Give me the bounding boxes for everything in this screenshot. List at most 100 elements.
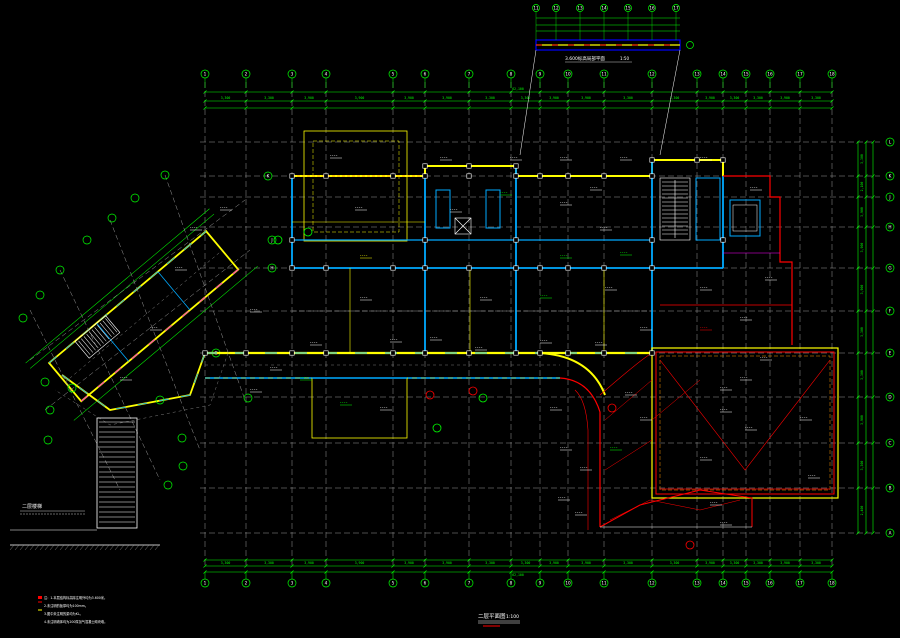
dim-top-15: 3,900 [780,96,790,100]
inset-axis-11-label: 11 [533,6,539,11]
axis-right-C-circle [885,438,895,448]
axis-left-H-label: H [270,266,273,271]
column-29 [649,350,655,356]
axis-bottom-13-label: 13 [694,581,700,586]
axis-top-18-label: 18 [829,72,835,77]
annotation-51 [760,357,772,361]
diagonal-axis-bubble-0 [160,170,170,180]
bottom-dimension-chain [205,559,832,573]
hall-room [599,347,839,528]
axis-bottom-6-label: 6 [424,581,427,586]
diagonal-axis-bubble-3 [82,235,92,245]
axis-top-8-label: 8 [510,72,513,77]
inset-axis-14: 14 [600,4,608,12]
column-33 [649,237,655,243]
column-28 [601,350,607,356]
axis-bottom-9-label: 9 [539,581,542,586]
dim-bottom-15: 3,900 [780,561,790,565]
axis-right-J: J [885,192,895,202]
annotation-24 [610,447,622,451]
dim-bottom-16: 3,300 [811,561,821,565]
dim-right-4: 3,900 [860,285,864,295]
axis-bottom-14-label: 14 [720,581,726,586]
axis-right-A: A [885,528,895,538]
column-35 [422,163,428,169]
annotation-18 [720,409,732,413]
annotation-3 [450,209,462,213]
annotation-41 [175,267,187,271]
inset-axis-14-label: 14 [601,6,607,11]
axis-bottom-12-label: 12 [649,581,655,586]
stair-right [659,177,721,241]
annotation-27 [380,407,392,411]
column-22 [390,350,396,356]
diagonal-axis-bubble-14 [163,480,173,490]
column-21 [323,350,329,356]
structural-columns [202,157,726,356]
note-4: 4.未注明墙体均为200厚加气混凝土砌块墙。 [44,619,107,624]
column-15 [513,265,519,271]
column-30 [289,237,295,243]
axis-right-F: F [885,306,895,316]
green-callouts [273,227,488,433]
axis-top-7-label: 7 [468,72,471,77]
column-36 [466,163,472,169]
axis-right-A-label: A [889,531,892,536]
dim-top-5: 3,900 [442,96,452,100]
column-6 [537,173,543,179]
dim-bottom-12: 3,900 [705,561,715,565]
column-42 [243,350,249,356]
axis-top-1-label: 1 [204,72,207,77]
column-34 [720,237,726,243]
inset-title: 3.600标高局部平面 [565,55,605,62]
dim-bottom-10: 3,300 [623,561,633,565]
column-41 [202,350,208,356]
column-40 [720,157,726,163]
axis-bottom-15-label: 15 [743,581,749,586]
axis-bottom-16-label: 16 [767,581,773,586]
dim-right-9: 2,400 [860,506,864,516]
axis-bottom-1-label: 1 [204,581,207,586]
diagonal-grid-lines [29,174,251,491]
dim-bottom-8: 3,900 [549,561,559,565]
dim-top-10: 3,300 [623,96,633,100]
diagonal-axis-bubble-9 [45,405,55,415]
dim-top-16: 3,300 [811,96,821,100]
axis-right-G-label: G [888,266,891,271]
annotation-53 [808,475,820,479]
dim-top-6: 3,300 [485,96,495,100]
inset-axis-11: 11 [532,4,540,12]
column-5 [513,173,519,179]
annotation-32 [300,377,312,381]
dim-top-9: 3,900 [581,96,591,100]
axis-top-10-label: 10 [565,72,571,77]
diagonal-axis-bubble-5 [35,290,45,300]
annotation-35 [595,342,607,346]
annotation-54 [720,387,732,391]
axis-right-H: H [885,222,895,232]
column-39 [694,157,700,163]
annotation-34 [540,340,552,344]
diagonal-axis-bubble-10 [67,383,77,393]
axis-left-J-circle [267,235,277,245]
annotation-39 [150,327,162,331]
dim-right-6: 3,300 [860,370,864,380]
column-2 [390,173,396,179]
dim-top-7: 3,300 [521,96,531,100]
axis-right-E-label: E [889,351,892,356]
annotation-17 [740,377,752,381]
column-26 [537,350,543,356]
curved-connector [539,352,653,530]
axis-bottom-7-label: 7 [468,581,471,586]
east-upper-rooms [660,175,793,345]
inset-axis-13-circle [576,4,584,12]
dim-right-1: 2,100 [860,182,864,192]
dim-top-8: 3,900 [549,96,559,100]
annotation-1 [355,207,367,211]
note-3: 3.图中未注明的梁均为KL。 [44,611,83,616]
annotation-30 [250,309,262,313]
dim-top-1: 3,300 [264,96,274,100]
annotation-26 [360,297,372,301]
axis-right-C-label: C [889,441,892,446]
